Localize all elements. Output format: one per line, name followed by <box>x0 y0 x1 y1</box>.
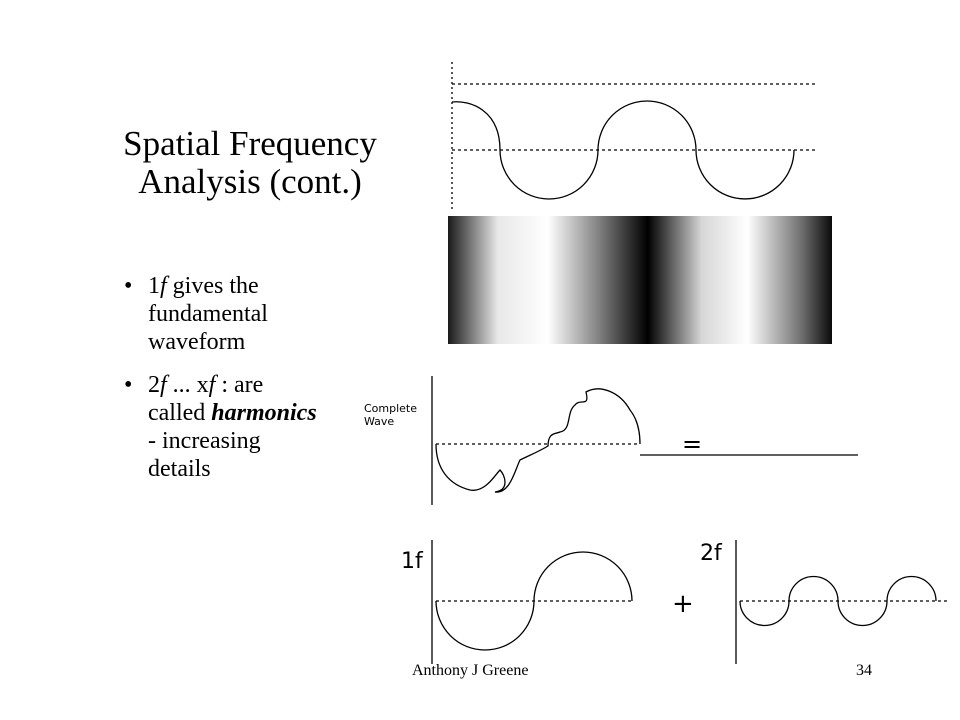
slide-title-line1: Spatial Frequency <box>123 124 377 163</box>
bullet-list: • 1f gives the fundamental waveform • 2f… <box>124 272 324 498</box>
plus-sign: + <box>672 589 694 619</box>
bullet-tail: - increasing details <box>148 428 261 482</box>
complete-wave-label-line1: Complete <box>364 402 417 415</box>
footer-author: Anthony J Greene <box>412 662 529 679</box>
equals-sign: = <box>682 430 702 458</box>
bullet-text: gives the fundamental waveform <box>148 273 268 355</box>
footer-page-number: 34 <box>856 662 872 679</box>
bullet-italic-f: f <box>160 372 167 398</box>
bullet-italic-f2: f <box>208 372 216 398</box>
complete-wave-plot <box>431 376 858 505</box>
bullet-text: ... x <box>166 372 209 398</box>
bullet-item-harmonics: • 2f ... xf : are called harmonics - inc… <box>124 371 324 483</box>
harmonic-wave-curve <box>739 575 937 627</box>
slide-title-line2: Analysis (cont.) <box>138 162 362 201</box>
fundamental-wave-plot <box>431 540 633 664</box>
bullet-lead: 1 <box>148 273 160 299</box>
fundamental-wave-curve <box>435 551 633 651</box>
bullet-harmonics-term: harmonics <box>211 400 317 426</box>
top-wave-curve <box>451 100 795 200</box>
harmonic-wave-plot <box>735 540 950 664</box>
bullet-marker: • <box>124 372 133 398</box>
complete-wave-curve <box>435 388 641 493</box>
bullet-italic-f: f <box>160 273 167 299</box>
complete-wave-label-line2: Wave <box>364 415 394 428</box>
top-sine-wave <box>451 62 815 210</box>
slide-title: Spatial Frequency Analysis (cont.) <box>80 125 420 201</box>
label-2f: 2f <box>700 541 723 566</box>
bullet-text-2: : are called <box>148 372 264 426</box>
bullet-item-fundamental: • 1f gives the fundamental waveform <box>124 272 324 356</box>
label-1f: 1f <box>401 549 424 574</box>
bullet-lead: 2 <box>148 372 160 398</box>
sine-grating-image <box>448 216 832 344</box>
bullet-marker: • <box>124 273 133 299</box>
